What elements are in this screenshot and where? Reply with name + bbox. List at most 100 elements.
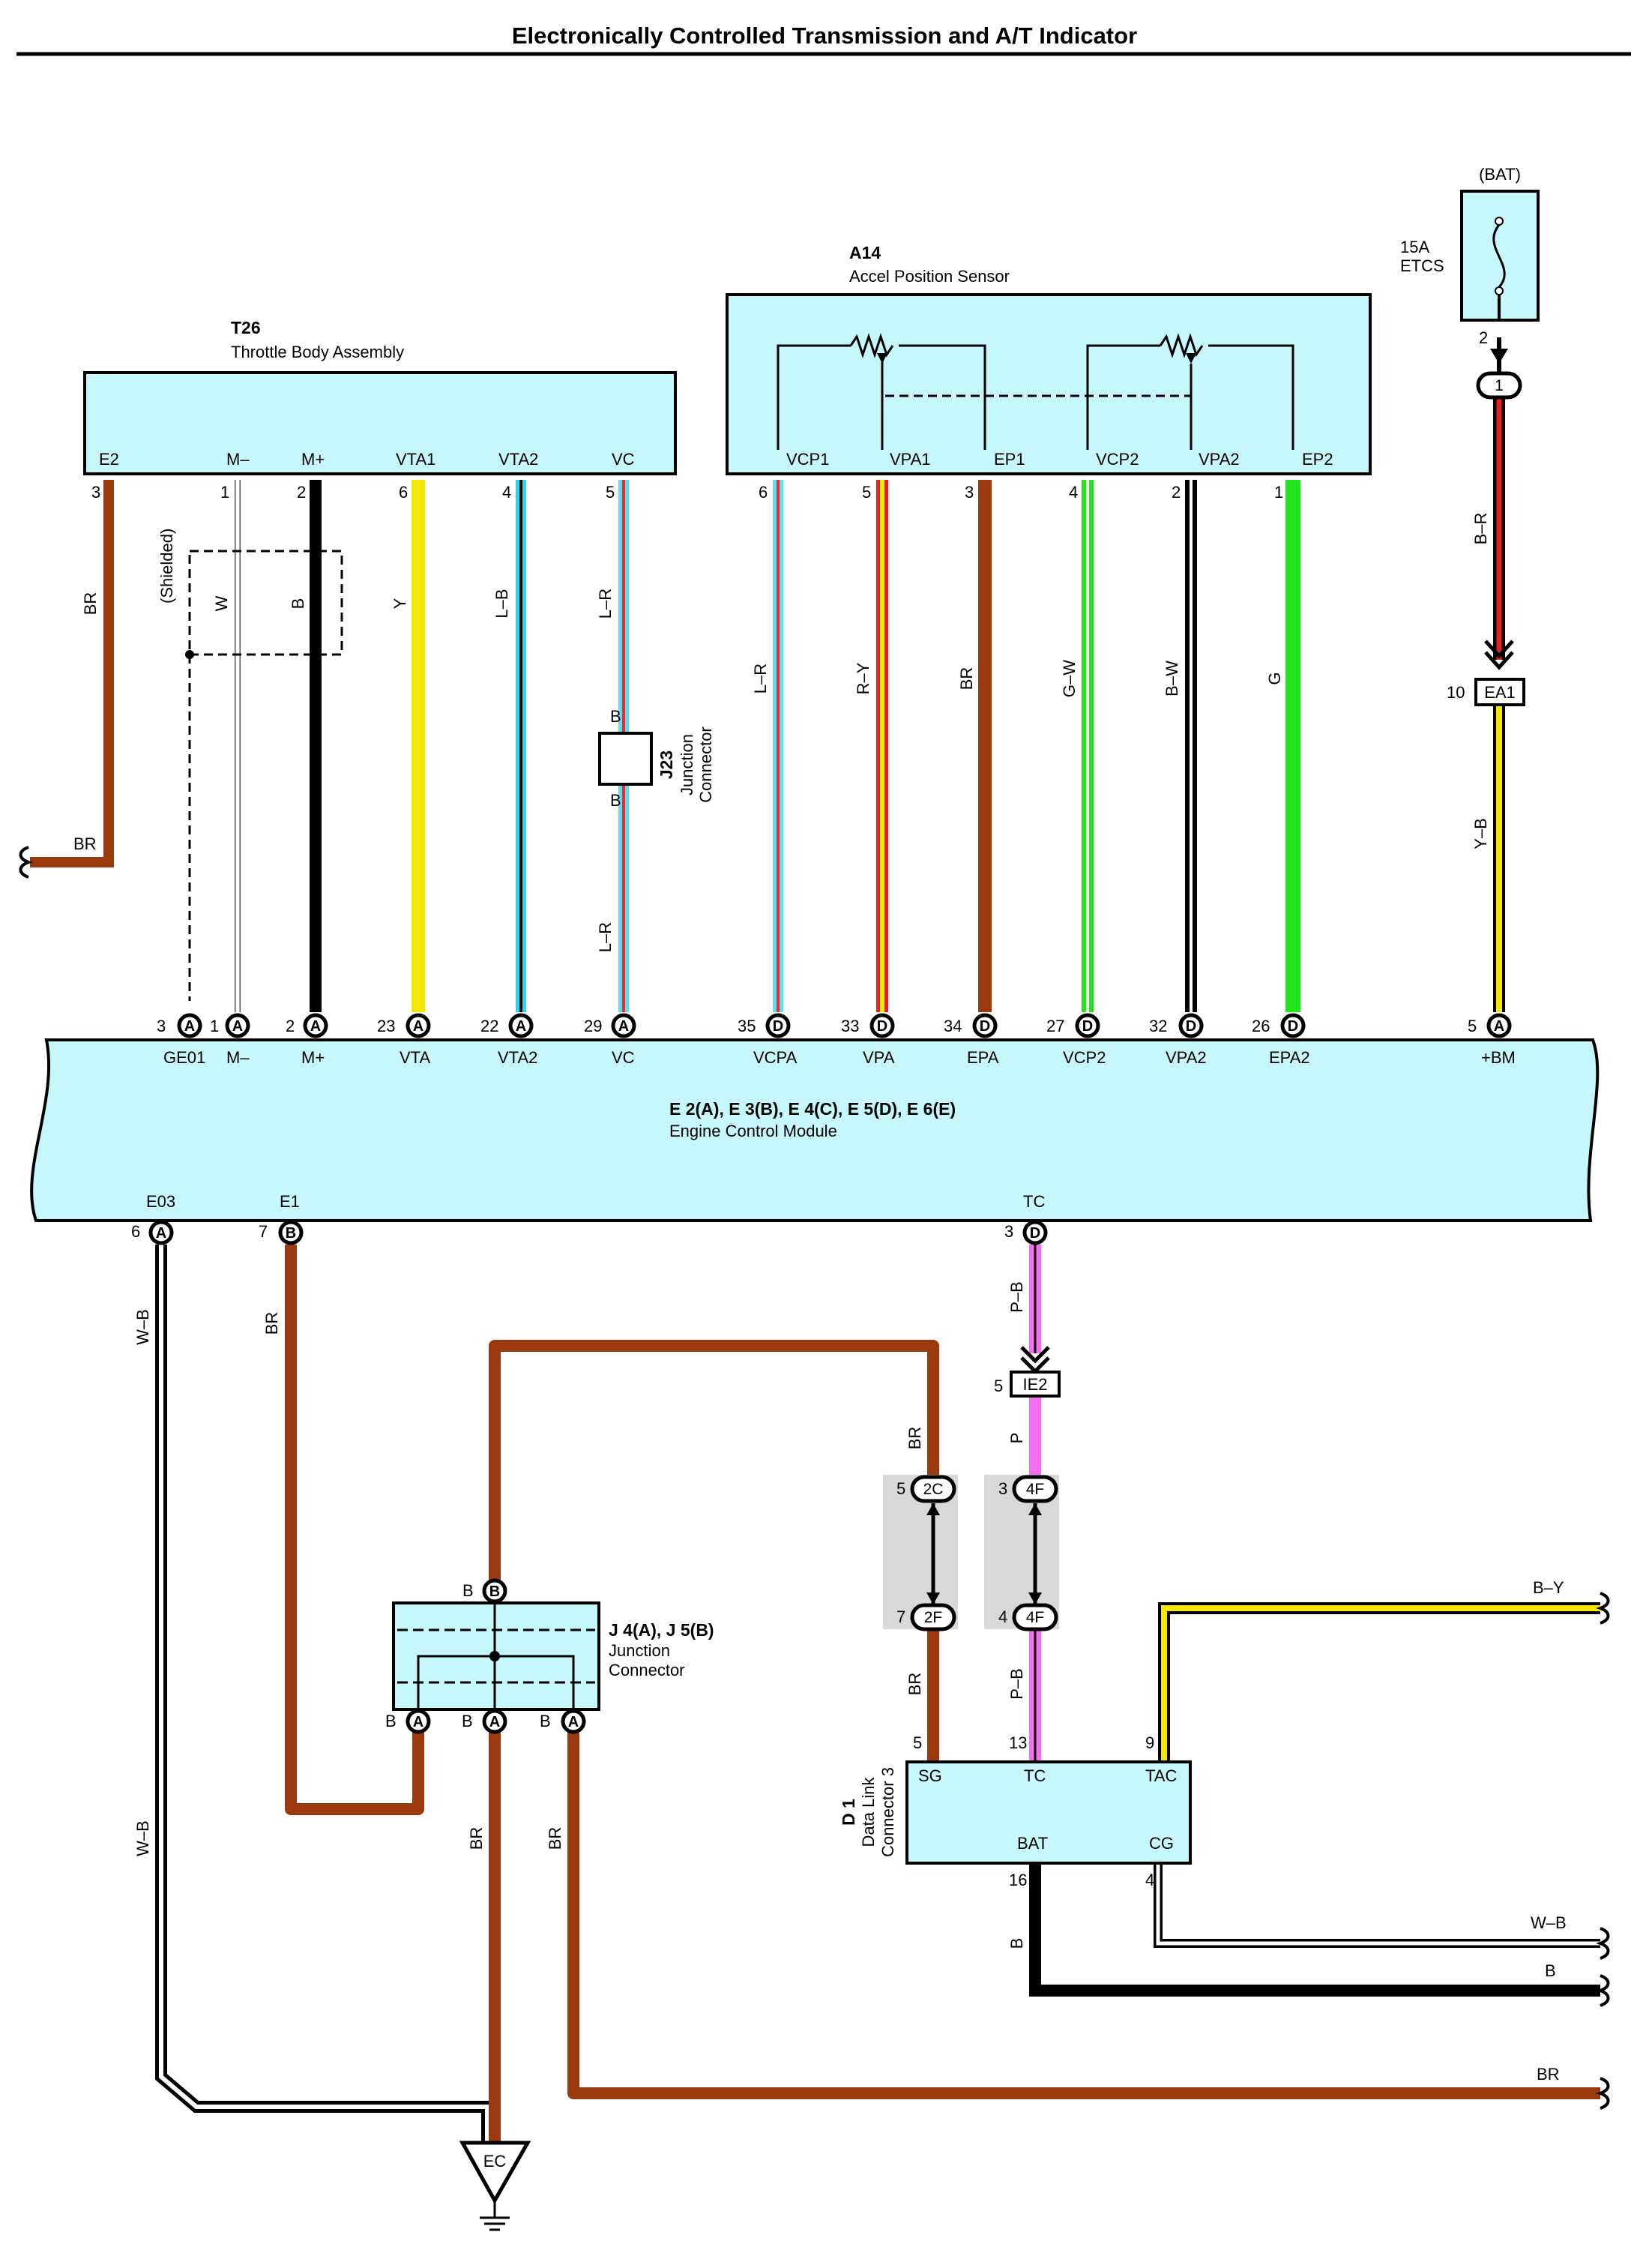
arrow-ie2 xyxy=(1020,1346,1050,1374)
pin-number: 22 xyxy=(480,1017,498,1035)
pin-circle xyxy=(869,1013,895,1038)
j23-bottom-letter: B xyxy=(610,791,621,810)
j23-code: J23 xyxy=(657,750,676,779)
terminal-label: EPA2 xyxy=(1269,1048,1310,1067)
terminal-label: VPA xyxy=(863,1048,895,1067)
oval-connector-label: 1 xyxy=(1495,377,1504,394)
pin-number: 16 xyxy=(1009,1871,1027,1889)
pin-number: 2 xyxy=(1479,328,1488,347)
connector-letter: B xyxy=(462,1581,474,1600)
oval-connector-label: 2C xyxy=(923,1481,944,1498)
pin-circle xyxy=(765,1013,791,1038)
oval-connector xyxy=(1012,1603,1058,1631)
j4-name-1: Junction xyxy=(609,1641,670,1660)
j23-top-letter: B xyxy=(610,707,621,726)
wire-color-label: BR xyxy=(262,1312,281,1335)
pin-number: 3 xyxy=(157,1017,166,1035)
pin-letter: A xyxy=(1494,1018,1504,1035)
pin-circle xyxy=(406,1709,431,1734)
wire-color-label: BR xyxy=(905,1673,924,1696)
wire-color-label: L–B xyxy=(492,589,511,618)
pin-number: 2 xyxy=(1172,483,1181,502)
wire-color-label: BR xyxy=(905,1427,924,1450)
pin-number: 4 xyxy=(1069,483,1078,502)
terminal-label: GE01 xyxy=(163,1048,205,1067)
pin-circle xyxy=(406,1013,431,1038)
connector-ea1 xyxy=(1474,678,1525,706)
j4-j5-junction-connector xyxy=(392,1601,600,1711)
pin-number: 5 xyxy=(896,1479,905,1498)
pin-number: 23 xyxy=(377,1017,395,1035)
pin-number: 34 xyxy=(944,1017,962,1035)
terminal-label: VPA1 xyxy=(890,450,931,469)
pin-number: 4 xyxy=(998,1607,1007,1626)
pin-letter: D xyxy=(980,1018,990,1035)
wire-color-label: B–W xyxy=(1163,661,1181,697)
pin-circle xyxy=(972,1013,998,1038)
pin-number: 3 xyxy=(965,483,974,502)
terminal-label: VTA xyxy=(400,1048,430,1067)
terminal-label: EPA xyxy=(967,1048,999,1067)
pin-number: 13 xyxy=(1009,1733,1027,1752)
ecm-name: Engine Control Module xyxy=(669,1122,837,1140)
ea1-label: EA1 xyxy=(1484,683,1516,702)
t26-code: T26 xyxy=(231,318,261,337)
pin-circle xyxy=(1022,1220,1048,1245)
pin-letter: B xyxy=(489,1583,500,1600)
terminal-label: VC xyxy=(612,1048,635,1067)
pin-circle xyxy=(482,1578,507,1604)
wire-tac-by xyxy=(1158,1602,1600,1762)
pin-circle xyxy=(177,1013,202,1038)
data-link-connector-3 xyxy=(905,1760,1192,1865)
terminal-label: VTA1 xyxy=(396,450,435,469)
oval-connector-label: 4F xyxy=(1026,1481,1045,1498)
connector-letter: B xyxy=(540,1712,551,1730)
terminal-label: EP1 xyxy=(994,450,1025,469)
pin-circle xyxy=(278,1220,304,1245)
j23-junction-connector xyxy=(598,732,653,786)
accel-position-sensor xyxy=(726,293,1372,475)
pin-number: 5 xyxy=(1468,1017,1477,1035)
pin-number: 10 xyxy=(1447,683,1465,702)
d1-code: D 1 xyxy=(839,1799,858,1826)
terminal-label: EP2 xyxy=(1302,450,1333,469)
pin-number: 1 xyxy=(1274,483,1283,502)
pin-circle xyxy=(1075,1013,1100,1038)
wire-color-label: L–R xyxy=(596,922,615,952)
wire-end-label: BR xyxy=(1537,2065,1560,2084)
pin-circle xyxy=(1486,1013,1512,1038)
pin-number: 5 xyxy=(913,1733,922,1752)
t26-name: Throttle Body Assembly xyxy=(231,343,404,361)
d1-name-1: Data Link xyxy=(859,1777,878,1847)
wire-color-label: G–W xyxy=(1060,660,1079,697)
j23-name-1: Junction xyxy=(678,734,696,795)
pin-circle xyxy=(508,1013,534,1038)
terminal-label: M– xyxy=(226,450,250,469)
wire-color-label: B–R xyxy=(1471,513,1490,545)
oval-connector xyxy=(1012,1475,1058,1503)
pin-letter: D xyxy=(1186,1018,1196,1035)
wire-color-label: P–B xyxy=(1007,1668,1026,1700)
ie2-label: IE2 xyxy=(1022,1375,1047,1394)
pin-circle xyxy=(148,1220,174,1245)
pin-letter: D xyxy=(1030,1225,1040,1242)
terminal-label: VTA2 xyxy=(498,1048,537,1067)
pin-letter: A xyxy=(310,1018,321,1035)
pin-circle xyxy=(611,1013,636,1038)
wire-color-label: L–R xyxy=(751,664,770,694)
j4-name-2: Connector xyxy=(609,1661,685,1679)
pin-letter: B xyxy=(286,1225,296,1242)
pin-number: 6 xyxy=(759,483,768,502)
terminal-label: VCPA xyxy=(753,1048,798,1067)
connector-letter: BR xyxy=(73,834,97,853)
ground-ec xyxy=(459,2141,531,2231)
pin-letter: A xyxy=(413,1714,423,1730)
pin-letter: A xyxy=(618,1018,629,1035)
pin-letter: D xyxy=(773,1018,783,1035)
terminal-label: +BM xyxy=(1481,1048,1516,1067)
wire-color-label: P–B xyxy=(1007,1281,1026,1313)
pin-number: 26 xyxy=(1252,1017,1270,1035)
